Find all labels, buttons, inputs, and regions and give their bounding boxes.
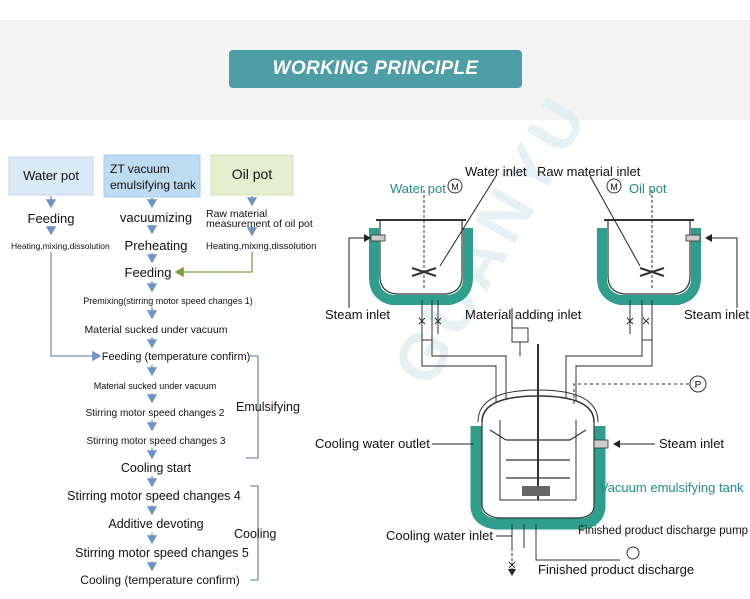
additive: Additive devoting [108, 517, 203, 531]
page-title: WORKING PRINCIPLE [229, 50, 522, 88]
vacuumizing: vacuumizing [120, 210, 192, 225]
pump-symbol: P [695, 380, 702, 391]
speed-4: Stirring motor speed changes 4 [67, 489, 241, 503]
cooling-water-inlet-label: Cooling water inlet [386, 528, 493, 543]
feeding: Feeding [125, 265, 172, 280]
cooling-confirm: Cooling (temperature confirm) [80, 573, 239, 587]
premixing: Premixing(stirring motor speed changes 1… [83, 296, 253, 306]
zt-tank-header-line2: emulsifying tank [110, 178, 197, 192]
sucked-1: Material sucked under vacuum [85, 324, 228, 336]
oil-pot-motor-symbol: M [610, 182, 618, 192]
material-adding-inlet-label: Material adding inlet [465, 307, 582, 322]
emulsifying-label: Emulsifying [236, 400, 300, 414]
speed-2: Stirring motor speed changes 2 [86, 408, 225, 419]
vacuum-tank-label: Vacuum emulsifying tank [600, 480, 744, 495]
cooling-water-outlet-label: Cooling water outlet [315, 436, 430, 451]
cooling-label: Cooling [234, 527, 276, 541]
oil-pot-box [210, 154, 294, 196]
raw-material-inlet-label: Raw material inlet [537, 164, 641, 179]
discharge-label: Finished product discharge [538, 562, 694, 577]
speed-3: Stirring motor speed changes 3 [87, 436, 226, 447]
preheating: Preheating [125, 238, 188, 253]
oil-pot-label: Oil pot [629, 181, 667, 196]
cooling-start: Cooling start [121, 461, 192, 475]
water-feeding: Feeding [28, 211, 75, 226]
water-heating: Heating,mixing,dissolution [11, 241, 110, 251]
discharge-pump-label: Finished product discharge pump [578, 525, 748, 537]
steam-inlet-left-label: Steam inlet [325, 307, 390, 322]
speed-5: Stirring motor speed changes 5 [75, 546, 249, 560]
sucked-2: Material sucked under vacuum [94, 381, 217, 391]
water-pot-header: Water pot [23, 168, 79, 183]
water-pot-motor-symbol: M [451, 182, 459, 192]
oil-raw-line1: Raw material [206, 208, 267, 220]
water-inlet-label: Water inlet [465, 164, 527, 179]
steam-inlet-right-label: Steam inlet [684, 307, 749, 322]
zt-tank-box [103, 154, 201, 198]
water-pot-label: Water pot [390, 181, 446, 196]
water-pot-box [8, 156, 94, 196]
zt-tank-header-line1: ZT vacuum [110, 162, 170, 176]
oil-heating: Heating,mixing,dissolution [206, 241, 316, 252]
oil-pot-header: Oil pot [232, 166, 273, 182]
steam-inlet-main-label: Steam inlet [659, 436, 724, 451]
feeding-confirm: Feeding (temperature confirm) [102, 351, 251, 363]
oil-raw-line2: measurement of oil pot [206, 218, 313, 230]
